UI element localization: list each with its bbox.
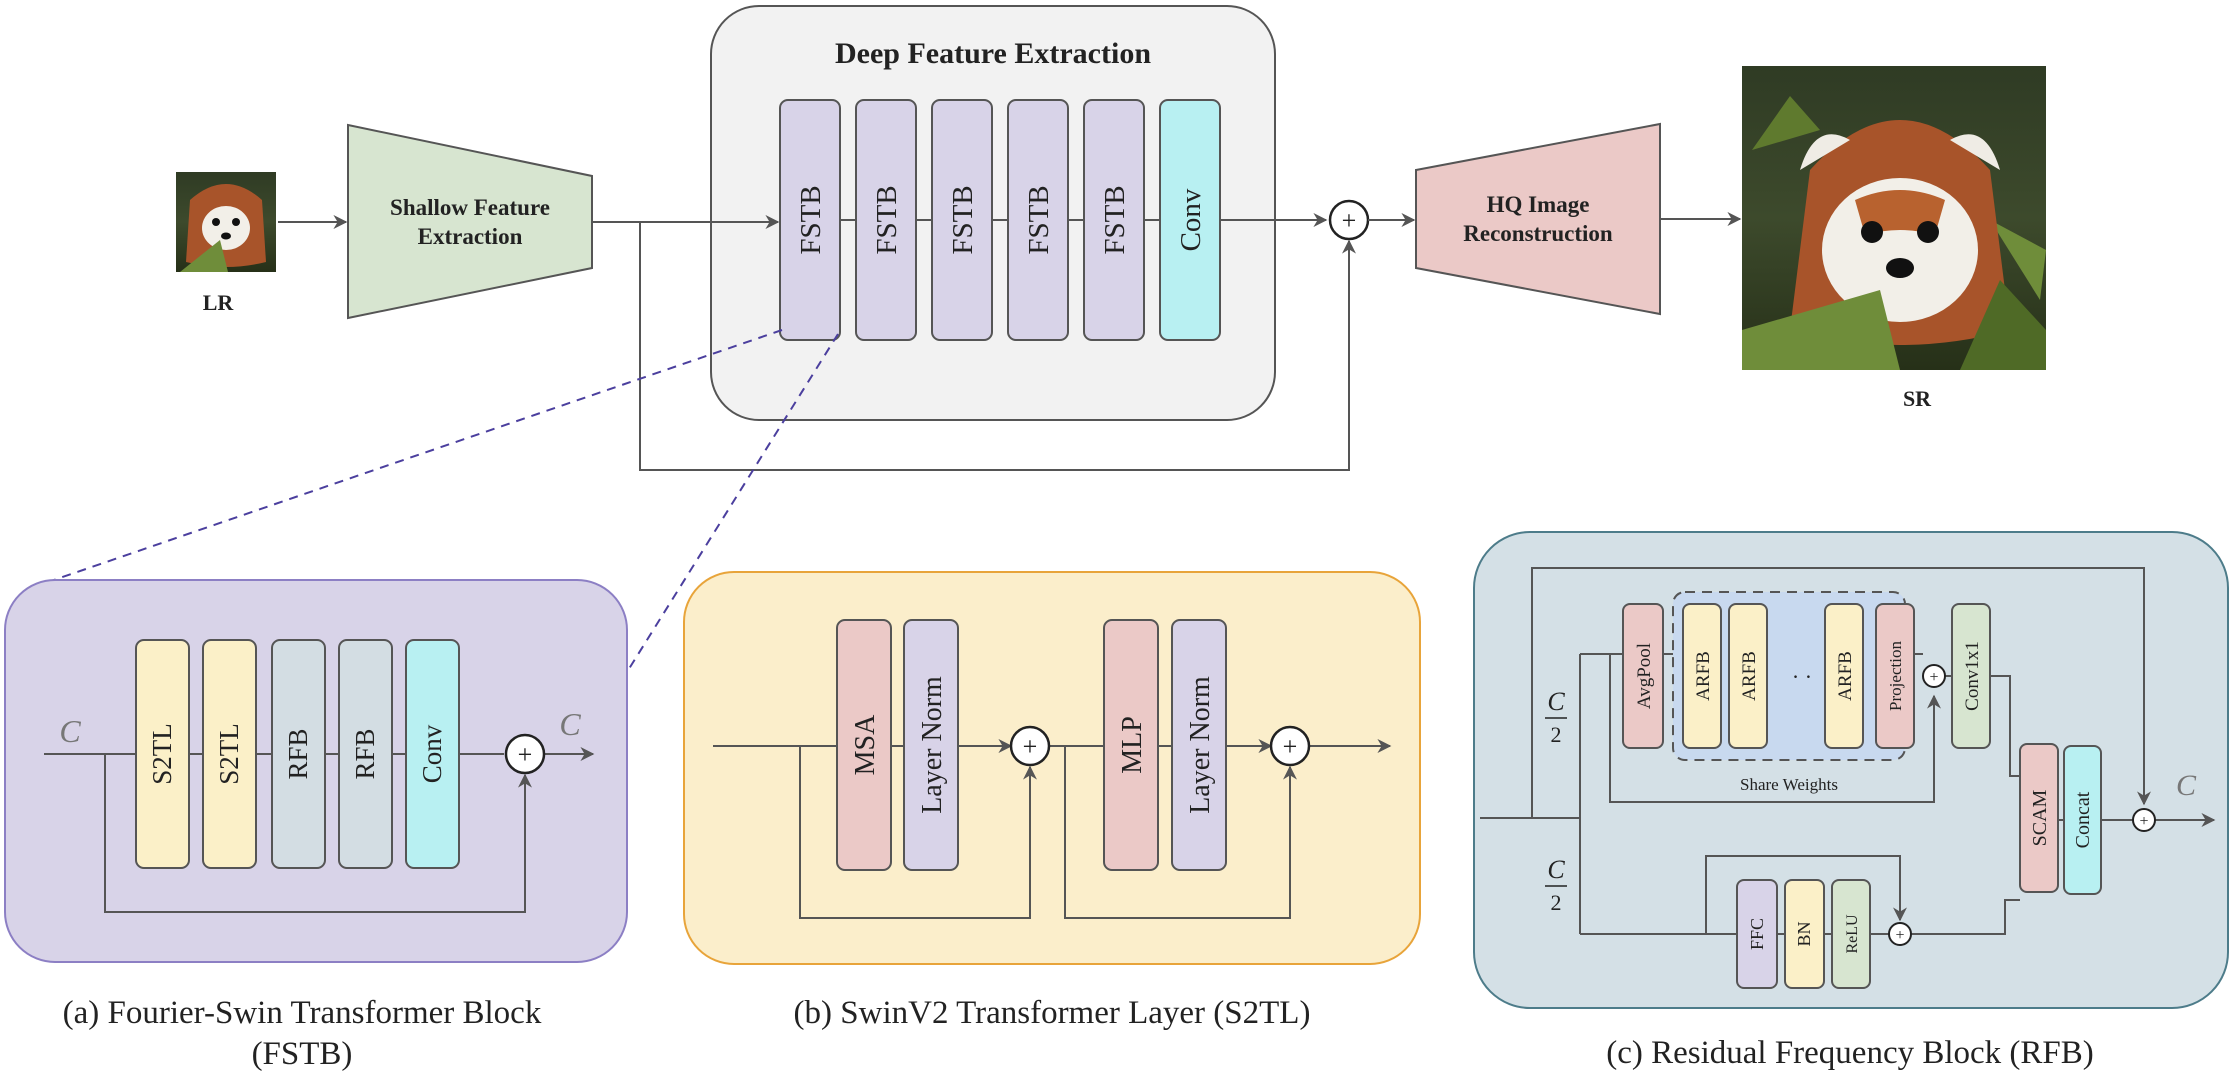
arfb-ellipsis: · ·: [1792, 664, 1812, 689]
caption-a-line2: (FSTB): [252, 1036, 353, 1072]
s2tl-block-msa: MSA: [836, 619, 892, 871]
rfb-scam: SCAM: [2019, 743, 2059, 893]
fstb-block-rfb-2: RFB: [338, 639, 393, 869]
rfb-projection: Projection: [1875, 603, 1915, 749]
top-adder: +: [1328, 199, 1370, 241]
svg-text:ReLU: ReLU: [1844, 914, 1861, 954]
deep-block-5: FSTB: [1083, 99, 1145, 341]
rfb-output-channel: C: [2176, 769, 2197, 802]
caption-c: (c) Residual Frequency Block (RFB): [1606, 1035, 2094, 1071]
svg-text:FSTB: FSTB: [871, 185, 903, 254]
svg-text:FSTB: FSTB: [1099, 185, 1131, 254]
svg-text:+: +: [1929, 669, 1938, 686]
rfb-concat: Concat: [2063, 745, 2102, 895]
rfb-arfb-1: ARFB: [1682, 603, 1722, 749]
svg-text:+: +: [1023, 732, 1038, 761]
rfb-adder-lower: +: [1888, 922, 1912, 946]
svg-text:MSA: MSA: [850, 714, 881, 775]
svg-text:S2TL: S2TL: [147, 723, 177, 785]
svg-text:RFB: RFB: [350, 728, 380, 779]
caption-b: (b) SwinV2 Transformer Layer (S2TL): [794, 995, 1311, 1031]
svg-text:+: +: [518, 740, 533, 769]
s2tl-block-mlp: MLP: [1103, 619, 1159, 871]
svg-text:FSTB: FSTB: [947, 185, 979, 254]
lr-image: [176, 172, 276, 272]
svg-text:+: +: [1342, 206, 1357, 235]
svg-text:Concat: Concat: [2072, 791, 2094, 848]
rfb-arfb-2: ARFB: [1728, 603, 1768, 749]
s2tl-adder-2: +: [1269, 725, 1311, 767]
svg-text:ARFB: ARFB: [1693, 651, 1714, 701]
panel-b-s2tl: MSA Layer Norm MLP Layer Norm + +: [683, 571, 1421, 965]
svg-text:2: 2: [1551, 890, 1562, 915]
rfb-ffc: FFC: [1736, 879, 1778, 989]
deep-feature-title: Deep Feature Extraction: [835, 37, 1151, 70]
rfb-adder-upper: +: [1922, 664, 1946, 688]
svg-text:Projection: Projection: [1886, 641, 1905, 711]
svg-text:ARFB: ARFB: [1739, 651, 1760, 701]
svg-text:+: +: [1895, 927, 1904, 944]
fstb-block-s2tl-2: S2TL: [202, 639, 257, 869]
svg-text:Conv: Conv: [1175, 188, 1207, 251]
svg-text:+: +: [1283, 732, 1298, 761]
svg-text:AvgPool: AvgPool: [1634, 643, 1655, 709]
svg-text:Conv: Conv: [417, 724, 447, 783]
svg-text:FSTB: FSTB: [795, 185, 827, 254]
deep-block-conv: Conv: [1159, 99, 1221, 341]
svg-text:C: C: [1547, 687, 1565, 716]
panel-a-fstb: C C S2TL S2TL RFB RFB Conv +: [4, 579, 628, 963]
shallow-feature-extraction: [347, 123, 593, 320]
panel-c-rfb: Share Weights AvgPool ARFB ARFB · · ARFB…: [1473, 531, 2229, 1009]
deep-block-4: FSTB: [1007, 99, 1069, 341]
svg-text:+: +: [2139, 813, 2148, 830]
rfb-avgpool: AvgPool: [1622, 603, 1664, 749]
svg-text:Layer Norm: Layer Norm: [1185, 676, 1216, 814]
sr-image: [1742, 66, 2046, 370]
svg-text:S2TL: S2TL: [214, 723, 244, 785]
rfb-bn: BN: [1784, 879, 1825, 989]
deep-block-3: FSTB: [931, 99, 993, 341]
fraction-upper: C 2: [1545, 687, 1567, 747]
main-pipeline: LR Shallow Feature Extraction Deep Featu…: [47, 5, 2046, 673]
svg-text:2: 2: [1551, 722, 1562, 747]
svg-text:Layer Norm: Layer Norm: [917, 676, 948, 814]
fstb-adder: +: [504, 733, 546, 775]
svg-text:Conv1x1: Conv1x1: [1962, 641, 1983, 711]
shallow-label-line2: Extraction: [418, 224, 523, 249]
fstb-output-channel: C: [559, 706, 581, 742]
lr-label: LR: [203, 290, 235, 315]
caption-a-line1: (a) Fourier-Swin Transformer Block: [63, 995, 542, 1031]
svg-text:MLP: MLP: [1117, 716, 1148, 774]
fstb-input-channel: C: [59, 713, 81, 749]
s2tl-adder-1: +: [1009, 725, 1051, 767]
fstb-block-rfb-1: RFB: [271, 639, 326, 869]
fstb-block-conv: Conv: [405, 639, 460, 869]
svg-text:ARFB: ARFB: [1835, 651, 1856, 701]
rfb-conv1x1: Conv1x1: [1951, 603, 1991, 749]
hq-label-line1: HQ Image: [1487, 192, 1590, 217]
deep-block-1: FSTB: [779, 99, 841, 341]
hq-image-reconstruction: [1415, 122, 1661, 316]
rfb-arfb-3: ARFB: [1824, 603, 1864, 749]
svg-text:BN: BN: [1794, 921, 1814, 946]
sr-label: SR: [1903, 386, 1932, 411]
rfb-adder-output: +: [2132, 808, 2156, 832]
shallow-label-line1: Shallow Feature: [390, 195, 550, 220]
s2tl-block-layernorm-2: Layer Norm: [1171, 619, 1227, 871]
fstb-block-s2tl-1: S2TL: [135, 639, 190, 869]
share-weights-label: Share Weights: [1740, 775, 1838, 794]
hq-label-line2: Reconstruction: [1463, 221, 1613, 246]
deep-block-2: FSTB: [855, 99, 917, 341]
fraction-lower: C 2: [1545, 855, 1567, 915]
svg-text:RFB: RFB: [283, 728, 313, 779]
svg-text:FSTB: FSTB: [1023, 185, 1055, 254]
svg-text:C: C: [1547, 855, 1565, 884]
svg-text:FFC: FFC: [1747, 918, 1767, 950]
s2tl-block-layernorm-1: Layer Norm: [903, 619, 959, 871]
rfb-relu: ReLU: [1831, 879, 1871, 989]
svg-text:SCAM: SCAM: [2029, 789, 2051, 846]
